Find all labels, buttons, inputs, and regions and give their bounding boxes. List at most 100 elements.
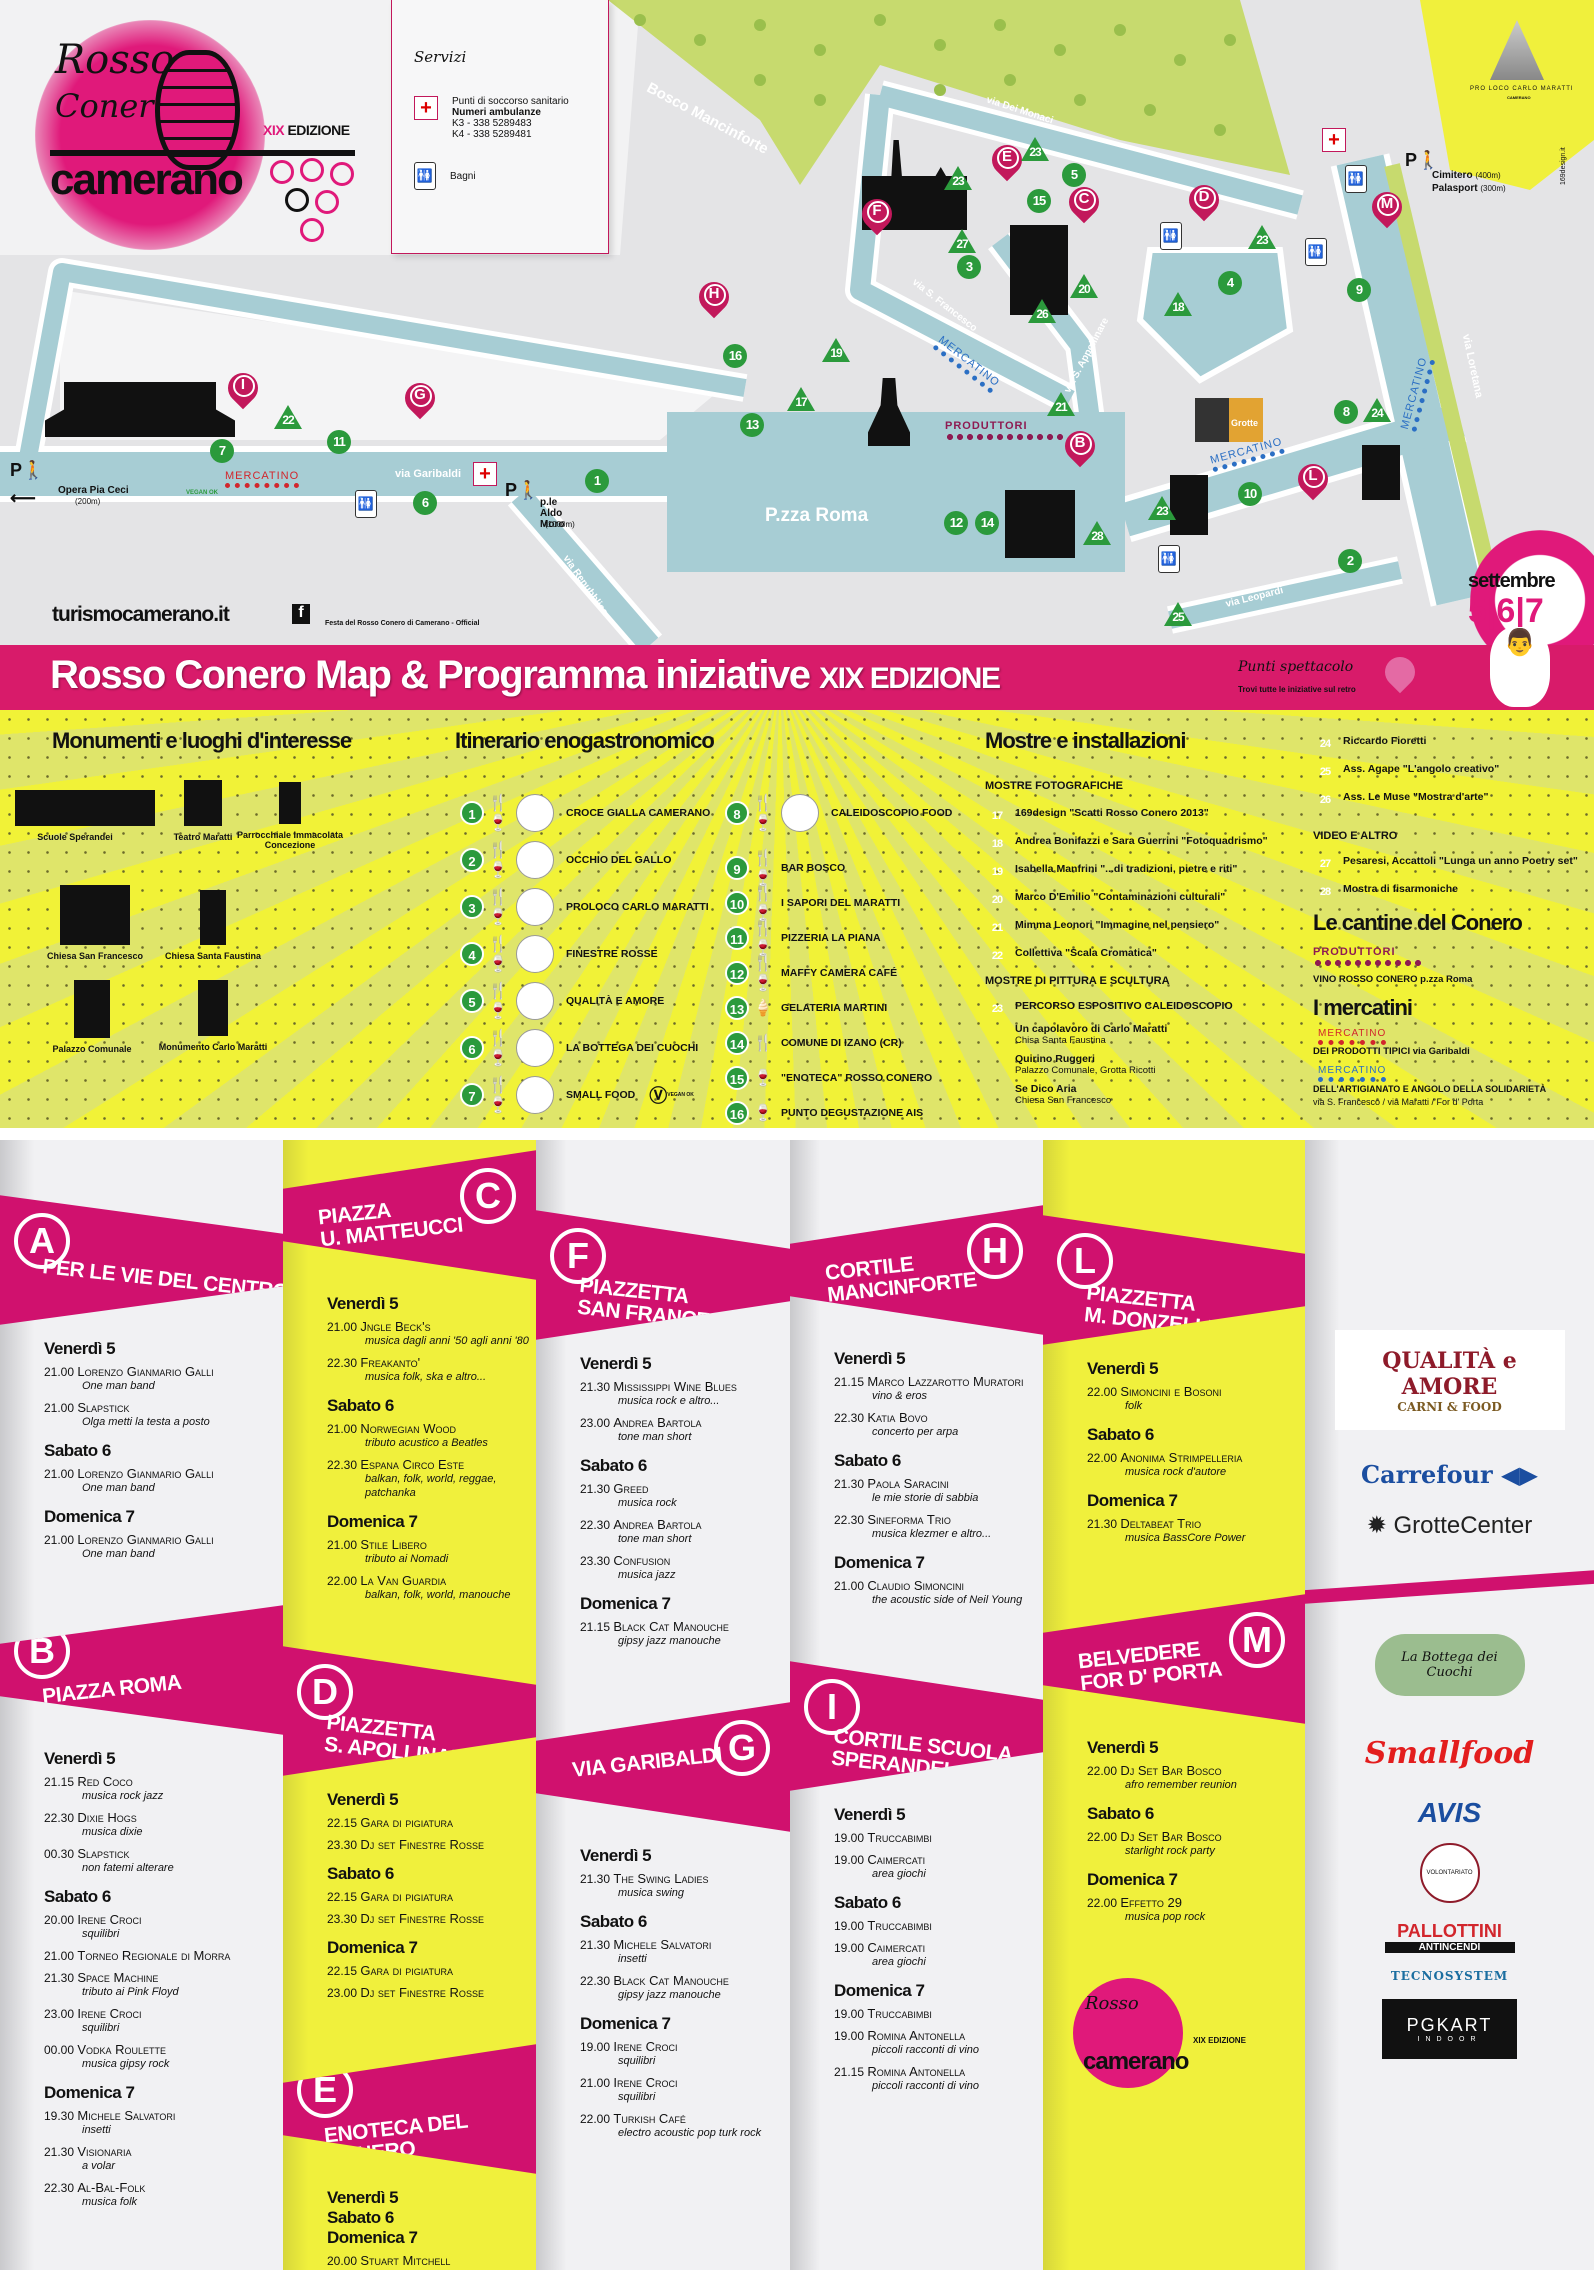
- exhibition-point-21[interactable]: 21: [1047, 392, 1075, 416]
- food-point-5[interactable]: 5: [1062, 163, 1086, 187]
- exhibition-point-19[interactable]: 19: [822, 338, 850, 362]
- event-item: 23.30 Dj set Finestre Rosse: [327, 1838, 536, 1853]
- stage-pin-h[interactable]: H: [692, 275, 736, 326]
- itinerary-item[interactable]: 6🍴🍷LA BOTTEGA DEI CUOCHI: [460, 1029, 698, 1067]
- event-line: 21.15 Romina Antonella: [834, 2065, 1043, 2080]
- stage-pin-c[interactable]: C: [1062, 180, 1106, 231]
- day-heading: Venerdì 5: [834, 1349, 1043, 1369]
- food-point-3[interactable]: 3: [957, 255, 981, 279]
- food-point-8[interactable]: 8: [1334, 400, 1358, 424]
- event-name: Effetto 29: [1120, 1895, 1182, 1910]
- event-line: 22.30 Espana Circo Este: [327, 1458, 536, 1473]
- event-time: 20.00: [44, 1913, 78, 1927]
- exhibition-point-25[interactable]: 25: [1164, 602, 1192, 626]
- exhibition-point-23[interactable]: 23: [1248, 225, 1276, 249]
- itinerary-item[interactable]: 14🍴COMUNE DI IZANO (CR): [725, 1025, 902, 1061]
- food-point-9[interactable]: 9: [1347, 278, 1371, 302]
- exhibition-point-23[interactable]: 23: [944, 166, 972, 190]
- sponsor-grottecenter[interactable]: ✹ GrotteCenter: [1366, 1512, 1533, 1539]
- logo-edition: XIX EDIZIONE: [1193, 2036, 1246, 2045]
- exhibition-point-23[interactable]: 23: [1148, 496, 1176, 520]
- sponsor-smallfood[interactable]: Smallfood: [1364, 1736, 1535, 1771]
- fork-glass-icon: 🍴🍷: [488, 1077, 508, 1114]
- day-heading: Domenica 7: [327, 1938, 536, 1958]
- food-point-1[interactable]: 1: [585, 469, 609, 493]
- day-heading: Sabato 6: [1087, 1804, 1305, 1824]
- food-point-13[interactable]: 13: [740, 413, 764, 437]
- exhibition-point-18[interactable]: 18: [1164, 292, 1192, 316]
- monumenti-heading: Monumenti e luoghi d'interesse: [52, 728, 352, 753]
- sponsor-volontariato[interactable]: VOLONTARIATO: [1419, 1843, 1480, 1903]
- itinerary-number: 4: [460, 942, 484, 966]
- stage-pin-f[interactable]: F: [855, 192, 899, 243]
- event-time: 23.30: [327, 1838, 361, 1852]
- exhibition-point-28[interactable]: 28: [1083, 521, 1111, 545]
- sponsor-tecnosystem[interactable]: TECNOSYSTEM: [1390, 1969, 1509, 1983]
- itinerary-item[interactable]: 5🍴🍷QUALITÀ E AMORE: [460, 982, 664, 1020]
- stage-pin-e[interactable]: E: [985, 138, 1029, 189]
- exhibition-point-26[interactable]: 26: [1028, 299, 1056, 323]
- food-point-10[interactable]: 10: [1238, 482, 1262, 506]
- exhibition-point-17[interactable]: 17: [787, 387, 815, 411]
- event-time: 21.00: [44, 1365, 78, 1379]
- exhibition-title: Riccardo Fioretti: [1343, 735, 1427, 747]
- event-time: 19.00: [834, 2007, 868, 2021]
- stage-pin-g[interactable]: G: [398, 376, 442, 427]
- stage-pin-l[interactable]: L: [1291, 457, 1335, 508]
- itinerary-item[interactable]: 3🍴🍷PROLOCO CARLO MARATTI: [460, 888, 709, 926]
- itinerary-item[interactable]: 2🍴🍷OCCHIO DEL GALLO: [460, 841, 671, 879]
- itinerary-item[interactable]: 8🍴🍷CALEIDOSCOPIO FOOD: [725, 794, 952, 832]
- food-point-15[interactable]: 15: [1027, 189, 1051, 213]
- itinerary-item[interactable]: 1🍴🍷CROCE GIALLA CAMERANO: [460, 794, 710, 832]
- itinerary-item[interactable]: 9🍴🍷BAR BOSCO: [725, 850, 845, 887]
- exhibition-point-22[interactable]: 22: [274, 405, 302, 429]
- itinerary-item[interactable]: 12🍴🍷MAFFY CAMERA CAFÉ: [725, 955, 897, 992]
- sponsor-tagline: CARNI & FOOD: [1397, 1400, 1502, 1414]
- stage-pin-m[interactable]: M: [1365, 185, 1409, 236]
- stage-pin-d[interactable]: D: [1182, 178, 1226, 229]
- exhibition-point-20[interactable]: 20: [1070, 274, 1098, 298]
- sponsor-carrefour[interactable]: Carrefour ◀▶: [1361, 1460, 1538, 1489]
- itinerary-item[interactable]: 10🍴🍷I SAPORI DEL MARATTI: [725, 885, 900, 922]
- facebook-page[interactable]: Festa del Rosso Conero di Camerano - Off…: [325, 620, 480, 627]
- stage-pin-i[interactable]: I: [221, 366, 265, 417]
- exhibition-point-24[interactable]: 24: [1363, 398, 1391, 422]
- day-heading: Domenica 7: [1087, 1491, 1305, 1511]
- event-line: 22.30 Al-Bal-Folk: [44, 2181, 283, 2196]
- day-label: Domenica 7: [44, 1507, 135, 1526]
- food-point-6[interactable]: 6: [413, 491, 437, 515]
- itinerary-item[interactable]: 11🍴🍷PIZZERIA LA PIANA: [725, 920, 881, 957]
- food-point-12[interactable]: 12: [944, 511, 968, 535]
- event-line: 21.00 Lorenzo Gianmario Galli: [44, 1533, 283, 1548]
- food-point-11[interactable]: 11: [327, 430, 351, 454]
- exhibition-point-27[interactable]: 27: [948, 229, 976, 253]
- food-point-16[interactable]: 16: [723, 344, 747, 368]
- itinerary-item[interactable]: 4🍴🍷FINESTRE ROSSE: [460, 935, 658, 973]
- event-time: 21.15: [44, 1775, 78, 1789]
- event-description: musica rock d'autore: [1125, 1466, 1227, 1478]
- food-point-7[interactable]: 7: [210, 439, 234, 463]
- food-point-4[interactable]: 4: [1218, 271, 1242, 295]
- sponsor-avis[interactable]: AVIS: [1417, 1797, 1482, 1828]
- exhibition-point-23[interactable]: 23: [1021, 137, 1049, 161]
- event-name: Turkish Café: [613, 2111, 686, 2126]
- food-point-2[interactable]: 2: [1338, 549, 1362, 573]
- itinerary-item[interactable]: 13🍦GELATERIA MARTINI: [725, 990, 887, 1026]
- sponsor-bottega-cuochi[interactable]: La Bottega dei Cuochi: [1374, 1634, 1525, 1696]
- itinerary-item[interactable]: 15🍷"ENOTECA" ROSSO CONERO: [725, 1060, 932, 1096]
- itinerary-item[interactable]: 16🍷PUNTO DEGUSTAZIONE AIS: [725, 1095, 923, 1128]
- stage-pin-b[interactable]: B: [1058, 424, 1102, 475]
- website-link[interactable]: turismocamerano.it: [52, 603, 230, 626]
- event-name: Irene Croci: [77, 1912, 142, 1927]
- food-point-14[interactable]: 14: [975, 511, 999, 535]
